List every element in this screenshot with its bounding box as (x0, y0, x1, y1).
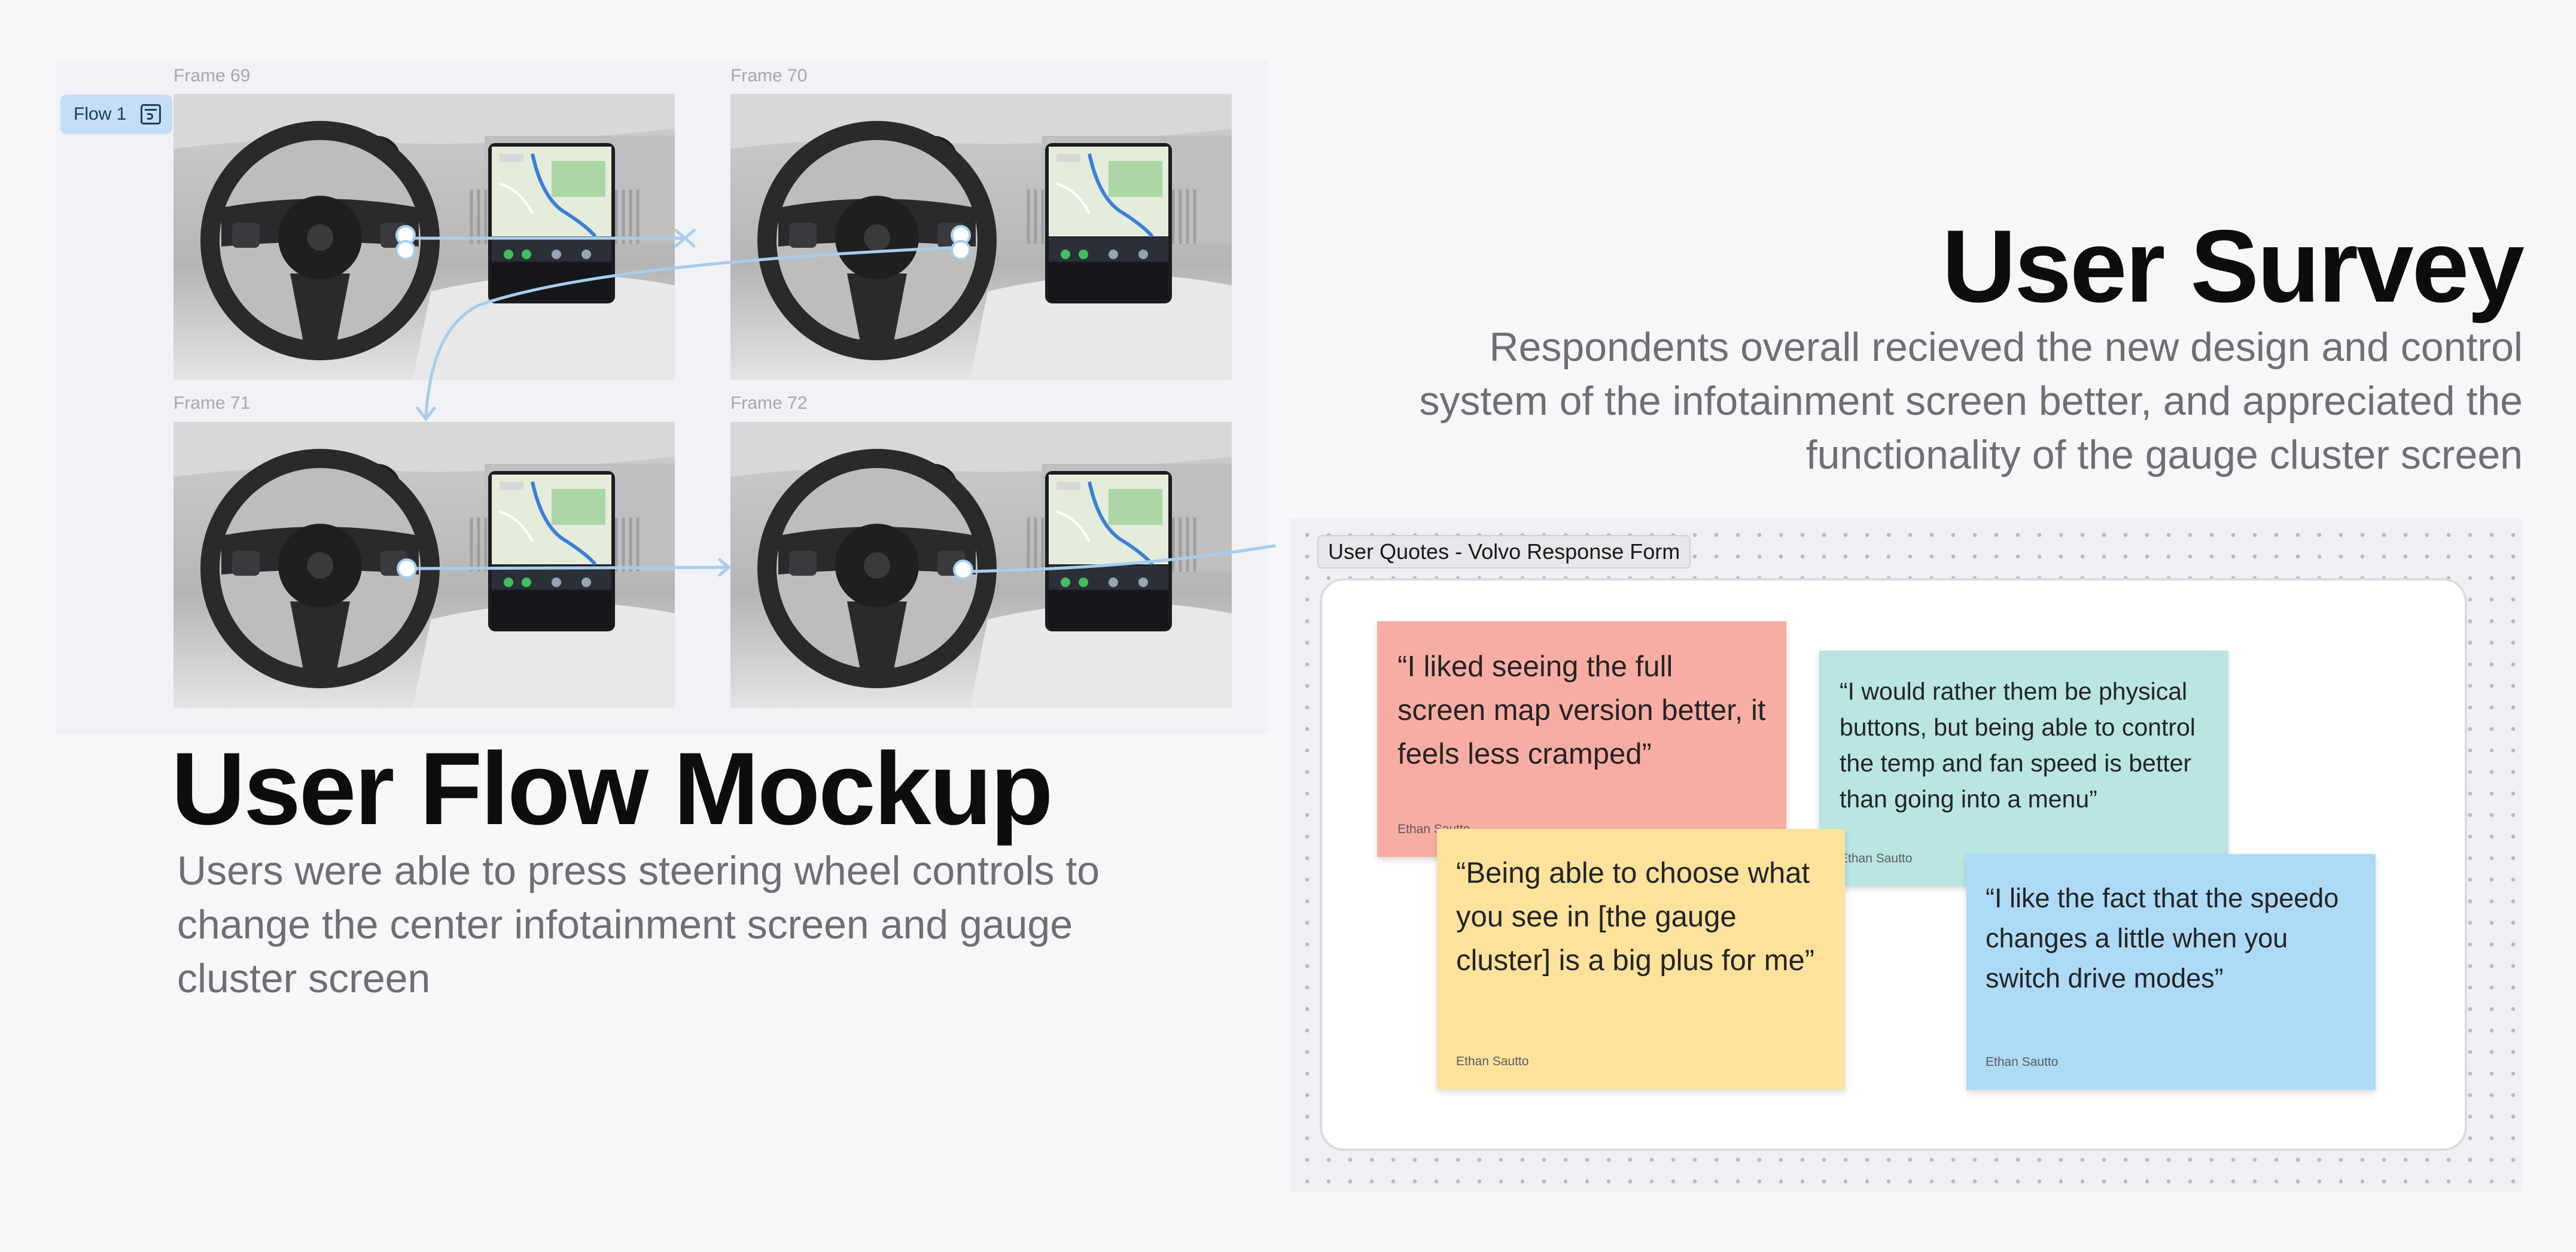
flow-chip-label: Flow 1 (74, 104, 127, 124)
frame-72-car-interior-image[interactable] (730, 422, 1232, 708)
frame-label[interactable]: Frame 69 (173, 66, 251, 86)
quotes-section-label[interactable]: User Quotes - Volvo Response Form (1317, 535, 1691, 569)
sticky-note[interactable]: “Being able to choose what you see in [t… (1437, 829, 1845, 1089)
user-flow-title: User Flow Mockup (171, 731, 1053, 846)
flow-start-chip[interactable]: Flow 1 (60, 95, 172, 134)
user-flow-description: Users were able to press steering wheel … (177, 848, 1100, 1001)
frame-71-car-interior-image[interactable] (173, 422, 675, 708)
frame-label[interactable]: Frame 71 (173, 393, 251, 413)
frame-label[interactable]: Frame 72 (730, 393, 808, 413)
sticky-note[interactable]: “I would rather them be physical buttons… (1819, 651, 2228, 886)
sticky-note-author: Ethan Sautto (1840, 852, 1913, 865)
frame-label[interactable]: Frame 70 (730, 66, 808, 86)
sticky-note[interactable]: “I like the fact that the speedo changes… (1966, 854, 2376, 1090)
user-survey-title: User Survey (1942, 209, 2525, 324)
sticky-note-quote: “I like the fact that the speedo changes… (1986, 883, 2339, 993)
sticky-note-quote: “I liked seeing the full screen map vers… (1397, 651, 1766, 770)
sticky-note-quote: “I would rather them be physical buttons… (1840, 677, 2196, 813)
sticky-note[interactable]: “I liked seeing the full screen map vers… (1377, 621, 1786, 857)
sticky-note-quote: “Being able to choose what you see in [t… (1456, 857, 1815, 977)
user-survey-description: Respondents overall recieved the new des… (1419, 324, 2523, 478)
frame-69-car-interior-image[interactable] (173, 94, 675, 380)
sticky-note-author: Ethan Sautto (1986, 1055, 2059, 1069)
sticky-note-author: Ethan Sautto (1456, 1055, 1529, 1068)
frame-70-car-interior-image[interactable] (730, 94, 1232, 380)
flow-start-icon (141, 104, 162, 124)
